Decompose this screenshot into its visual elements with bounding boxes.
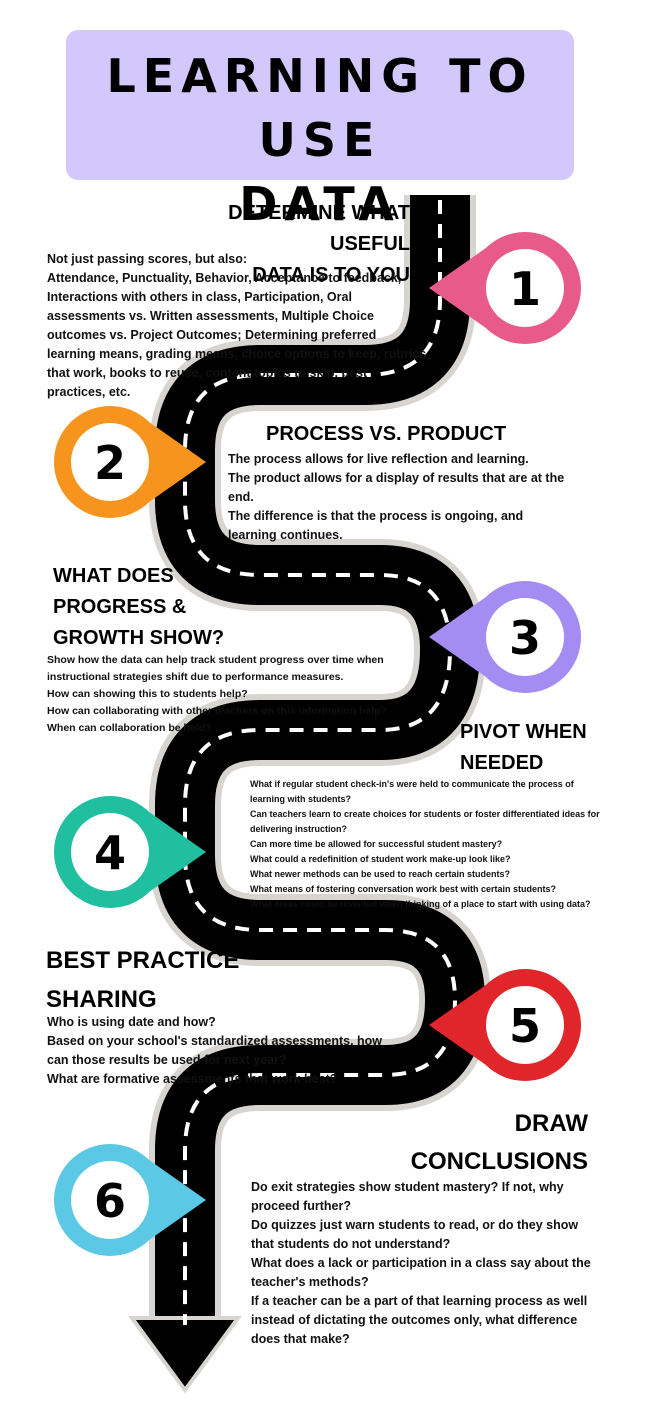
step-number: 1 (509, 262, 541, 316)
step-4-heading: PIVOT WHEN NEEDED (460, 717, 587, 779)
body-line: Show how the data can help track student… (47, 654, 384, 683)
body-line: Who is using date and how? (47, 1015, 216, 1029)
body-line: Can more time be allowed for successful … (250, 839, 503, 849)
body-line: What means of fostering conversation wor… (250, 884, 557, 894)
step-3-heading: WHAT DOES PROGRESS & GROWTH SHOW? (53, 561, 224, 654)
title-banner: LEARNING TO USE DATA (66, 30, 574, 231)
step-2-heading: PROCESS VS. PRODUCT (266, 419, 506, 450)
step-3-body: Show how the data can help track student… (47, 652, 417, 737)
heading-line: SHARING (46, 986, 157, 1013)
step-5-heading: BEST PRACTICE SHARING (46, 941, 239, 1019)
heading-line: GROWTH SHOW? (53, 627, 225, 649)
heading-line: DATA IS TO YOU (252, 264, 410, 286)
step-6-pin-icon: 6 (54, 1144, 206, 1256)
step-5-pin-icon: 5 (429, 969, 581, 1081)
body-line: If a teacher can be a part of that learn… (251, 1294, 588, 1346)
body-line: How can collaborating with other teacher… (47, 705, 388, 717)
body-line: What does a lack or participation in a c… (251, 1256, 591, 1289)
body-line: Do quizzes just warn students to read, o… (251, 1218, 579, 1251)
step-4-body: What if regular student check-in's were … (250, 777, 610, 912)
body-line: What if regular student check-in's were … (250, 779, 574, 804)
heading-line: BEST PRACTICE (46, 947, 240, 974)
heading-line: DRAW (514, 1110, 588, 1137)
heading-line: PIVOT WHEN (460, 721, 587, 743)
body-line: What are formative assessments that work… (47, 1072, 338, 1086)
heading-line: PROCESS VS. PRODUCT (266, 423, 507, 445)
title-line-2: DATA (239, 177, 401, 231)
body-line: Do exit strategies show student mastery?… (251, 1180, 564, 1213)
step-6-heading: DRAW CONCLUSIONS (400, 1105, 588, 1181)
step-1-heading: DETERMINE WHAT USEFUL DATA IS TO YOU (155, 198, 410, 291)
winding-road (128, 195, 491, 1394)
body-line: The product allows for a display of resu… (228, 471, 565, 504)
step-6-body: Do exit strategies show student mastery?… (251, 1178, 596, 1349)
step-2-body: The process allows for live reflection a… (228, 450, 573, 545)
body-line: Can teachers learn to create choices for… (250, 809, 600, 834)
step-1-body: Not just passing scores, but also: Atten… (47, 250, 427, 402)
body-line: The difference is that the process is on… (228, 509, 524, 542)
step-number: 3 (509, 611, 541, 665)
body-line: What newer methods can be used to reach … (250, 869, 511, 879)
body-line: When can collaboration be held? (47, 722, 212, 734)
body-line: Not just passing scores, but also: (47, 252, 248, 266)
body-line: Based on your school's standardized asse… (47, 1034, 383, 1067)
heading-line: CONCLUSIONS (410, 1148, 588, 1175)
body-line: How can showing this to students help? (47, 688, 248, 700)
heading-line: DETERMINE WHAT USEFUL (228, 202, 410, 255)
title-line-1: LEARNING TO USE (106, 49, 534, 167)
body-line: What could a redefinition of student wor… (250, 854, 511, 864)
heading-line: NEEDED (460, 752, 544, 774)
arrow-head-icon (128, 1316, 242, 1394)
step-5-body: Who is using date and how? Based on your… (47, 1013, 392, 1089)
step-1-pin-icon: 1 (429, 232, 581, 344)
step-number: 6 (94, 1174, 126, 1228)
step-2-pin-icon: 2 (54, 406, 206, 518)
body-line: The process allows for live reflection a… (228, 452, 529, 466)
step-number: 5 (509, 999, 541, 1053)
heading-line: PROGRESS & (53, 596, 187, 618)
heading-line: WHAT DOES (53, 565, 174, 587)
body-line: Attendance, Punctuality, Behavior, Accep… (47, 271, 427, 399)
step-4-pin-icon: 4 (53, 796, 206, 908)
body-line: What areas could be revisited when think… (250, 899, 591, 909)
step-number: 4 (94, 826, 126, 880)
step-number: 2 (94, 436, 126, 490)
step-3-pin-icon: 3 (429, 580, 581, 693)
